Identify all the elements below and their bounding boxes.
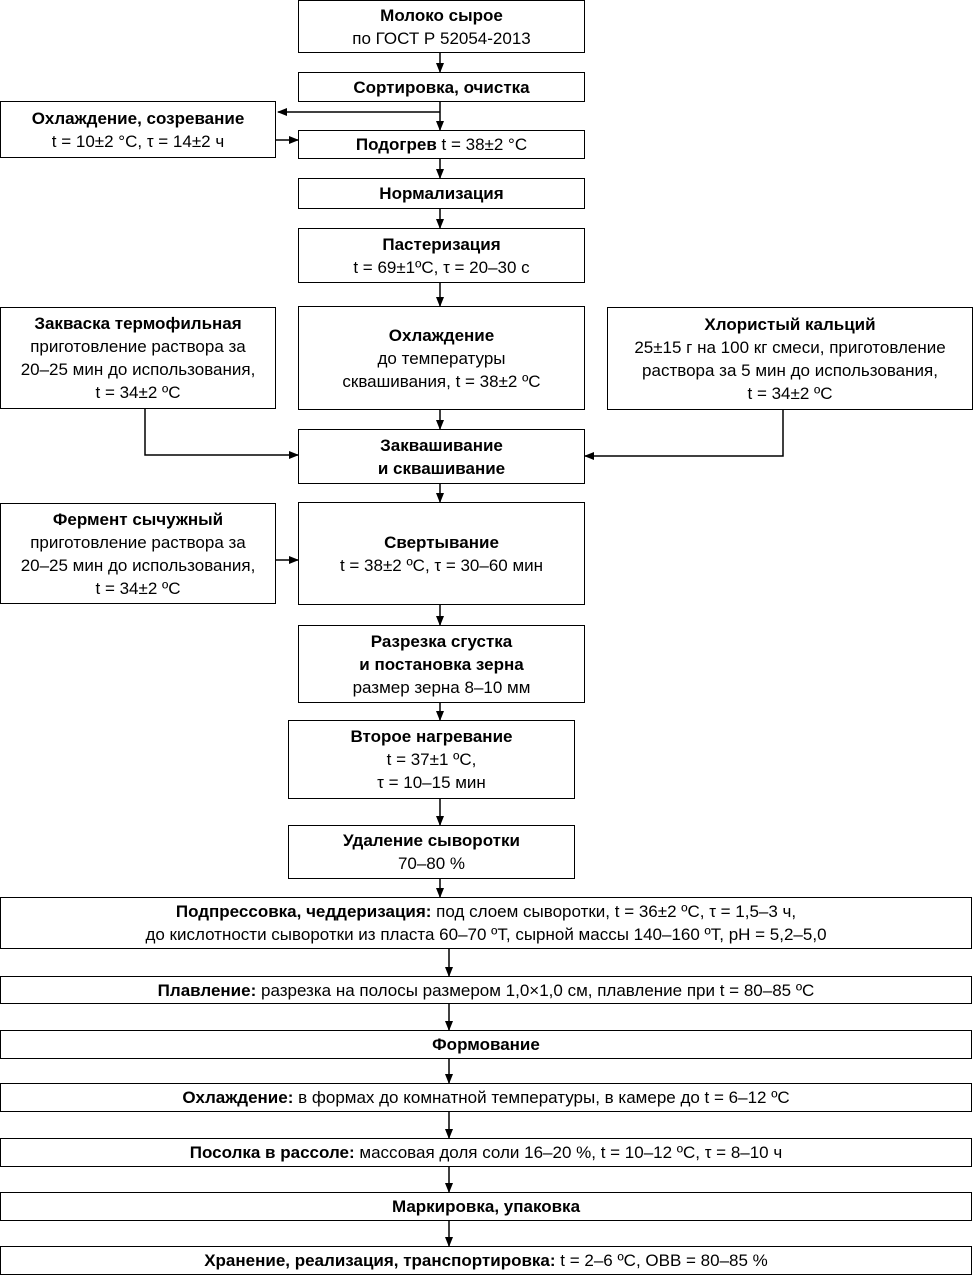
step-normalization-title: Нормализация xyxy=(379,184,504,203)
step-raw-milk: Молоко сырое по ГОСТ Р 52054-2013 xyxy=(298,0,585,53)
step-pasteurization: Пастеризация t = 69±1ºС, τ = 20–30 с xyxy=(298,228,585,283)
arrow-calcium-to-fermentation xyxy=(584,409,784,460)
step-cooling-ripening-title: Охлаждение, созревание xyxy=(31,108,245,128)
step-heating-detail: t = 38±2 °С xyxy=(441,135,528,154)
step-heating-title: Подогрев xyxy=(355,135,437,154)
step-raw-milk-title: Молоко сырое xyxy=(380,5,503,25)
step-curd-cutting: Разрезка сгустка и постановка зерна разм… xyxy=(298,625,585,703)
calcium-line-1: 25±15 г на 100 кг смеси, приготовление xyxy=(634,337,946,357)
step-normalization: Нормализация xyxy=(298,178,585,209)
cutting-title-line-2: и постановка зерна xyxy=(359,654,524,674)
step-labeling-packing: Маркировка, упаковка xyxy=(0,1192,972,1221)
step-cooling-ripening-detail: t = 10±2 °С, τ = 14±2 ч xyxy=(51,131,225,151)
step-cooling-line-1: до температуры xyxy=(377,348,506,368)
step-sorting: Сортировка, очистка xyxy=(298,72,585,102)
labeling-title: Маркировка, упаковка xyxy=(391,1197,581,1216)
step-pasteurization-detail: t = 69±1ºС, τ = 20–30 с xyxy=(353,257,530,277)
starter-line-3: t = 34±2 ºС xyxy=(95,383,181,402)
step-brine-salting: Посолка в рассоле: массовая доля соли 16… xyxy=(0,1138,972,1167)
second-heating-line-2: τ = 10–15 мин xyxy=(377,773,486,792)
cutting-detail: размер зерна 8–10 мм xyxy=(352,677,531,697)
step-raw-milk-detail: по ГОСТ Р 52054-2013 xyxy=(352,28,531,48)
step-second-heating: Второе нагревание t = 37±1 ºС, τ = 10–15… xyxy=(288,720,575,799)
step-whey-removal: Удаление сыворотки 70–80 % xyxy=(288,825,575,879)
step-pasteurization-title: Пастеризация xyxy=(382,234,501,254)
pressing-line-2: до кислотности сыворотки из пласта 60–70… xyxy=(145,925,827,944)
step-final-cooling: Охлаждение: в формах до комнатной темпер… xyxy=(0,1083,972,1112)
cutting-title-line-1: Разрезка сгустка xyxy=(370,631,513,651)
pressing-detail: под слоем сыворотки, t = 36±2 ºС, τ = 1,… xyxy=(436,902,797,921)
step-cooling: Охлаждение до температуры сквашивания, t… xyxy=(298,306,585,410)
step-cooling-ripening: Охлаждение, созревание t = 10±2 °С, τ = … xyxy=(0,101,276,158)
step-sorting-title: Сортировка, очистка xyxy=(353,77,530,97)
storage-title: Хранение, реализация, транспортировка: xyxy=(204,1251,556,1270)
input-calcium-chloride: Хлористый кальций 25±15 г на 100 кг смес… xyxy=(607,307,973,410)
step-heating: Подогрев t = 38±2 °С xyxy=(298,130,585,159)
step-storage: Хранение, реализация, транспортировка: t… xyxy=(0,1246,972,1275)
molding-title: Формование xyxy=(432,1035,540,1054)
fermentation-title-line-2: и сквашивание xyxy=(377,458,506,478)
final-cooling-detail: в формах до комнатной температуры, в кам… xyxy=(298,1088,790,1107)
arrow-starter-to-fermentation xyxy=(144,408,299,459)
whey-detail: 70–80 % xyxy=(397,854,466,873)
calcium-title: Хлористый кальций xyxy=(704,314,876,334)
rennet-line-2: 20–25 мин до использования, xyxy=(20,555,256,575)
step-molding: Формование xyxy=(0,1030,972,1059)
rennet-line-3: t = 34±2 ºС xyxy=(95,578,181,598)
coagulation-title: Свертывание xyxy=(384,532,499,552)
melting-title: Плавление: xyxy=(157,980,257,1000)
step-cooling-line-2: сквашивания, t = 38±2 ºС xyxy=(342,371,541,391)
step-pressing-cheddaring: Подпрессовка, чеддеризация: под слоем сы… xyxy=(0,897,972,949)
storage-detail: t = 2–6 ºС, ОВВ = 80–85 % xyxy=(560,1251,768,1270)
coagulation-detail: t = 38±2 ºС, τ = 30–60 мин xyxy=(339,555,544,575)
step-coagulation: Свертывание t = 38±2 ºС, τ = 30–60 мин xyxy=(298,502,585,605)
input-starter-culture: Закваска термофильная приготовление раст… xyxy=(0,307,276,409)
second-heating-title: Второе нагревание xyxy=(350,727,513,746)
step-melting: Плавление: разрезка на полосы размером 1… xyxy=(0,976,972,1004)
calcium-line-2: раствора за 5 мин до использования, xyxy=(642,360,938,380)
final-cooling-title: Охлаждение: xyxy=(182,1088,294,1107)
salting-detail: массовая доля соли 16–20 %, t = 10–12 ºС… xyxy=(359,1143,783,1162)
step-fermentation: Заквашивание и сквашивание xyxy=(298,429,585,484)
calcium-line-3: t = 34±2 ºС xyxy=(747,383,833,403)
starter-title: Закваска термофильная xyxy=(34,314,242,333)
rennet-title: Фермент сычужный xyxy=(52,509,224,529)
starter-line-2: 20–25 мин до использования, xyxy=(20,360,256,379)
second-heating-line-1: t = 37±1 ºС, xyxy=(386,750,477,769)
rennet-line-1: приготовление раствора за xyxy=(30,532,246,552)
pressing-title: Подпрессовка, чеддеризация: xyxy=(175,902,432,921)
input-rennet: Фермент сычужный приготовление раствора … xyxy=(0,503,276,604)
fermentation-title-line-1: Заквашивание xyxy=(380,435,503,455)
step-cooling-title: Охлаждение xyxy=(388,325,495,345)
starter-line-1: приготовление раствора за xyxy=(30,337,246,356)
melting-detail: разрезка на полосы размером 1,0×1,0 см, … xyxy=(260,980,815,1000)
salting-title: Посолка в рассоле: xyxy=(189,1143,355,1162)
whey-title: Удаление сыворотки xyxy=(343,831,520,850)
